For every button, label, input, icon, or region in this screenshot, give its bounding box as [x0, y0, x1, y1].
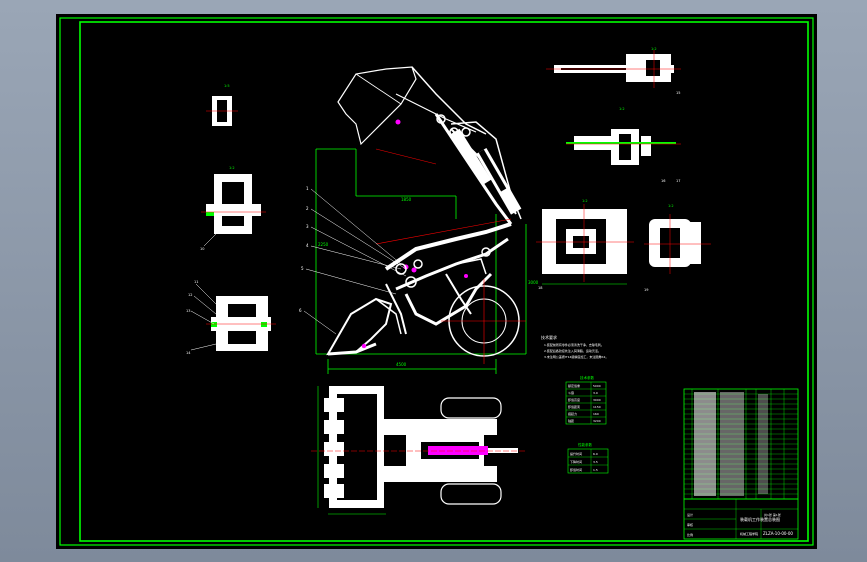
params-table-2: 性能参数 提升时间 6.0 下降时间 3.5 卸载时间 1.5	[567, 442, 609, 474]
scale-text: 比例	[687, 532, 693, 537]
scale-label: 1:2	[619, 107, 625, 111]
scale-label: 1:2	[668, 204, 674, 208]
params-title: 性能参数	[578, 442, 592, 447]
dim-label: 2250	[318, 242, 329, 247]
callout-number: 11	[194, 280, 198, 284]
detail-view-f: 1:2 18	[536, 199, 634, 290]
params-cell: 提升时间	[570, 451, 582, 456]
callout-number: 1	[306, 186, 309, 191]
detail-view-c: 11 12 13 14	[186, 280, 276, 355]
detail-view-d: 1:2 15	[546, 47, 681, 95]
params-table: 技术参数 额定载重 5000 斗容 3.0 卸载高度 3000 卸载距离 115…	[565, 375, 607, 425]
params-cell: 卸载高度	[568, 397, 580, 402]
dim-label: 3000	[528, 280, 539, 285]
lift-cylinder	[476, 148, 522, 215]
drawing-sheet: 4500 1850 2250 3000	[56, 14, 817, 549]
params-cell: 6.0	[593, 452, 598, 456]
callout-number: 12	[188, 293, 192, 297]
detail-view-g: 1:2 19	[644, 204, 711, 292]
params-cell: 160	[593, 412, 599, 416]
params-cell: 卸载时间	[570, 467, 582, 472]
params-cell: 3200	[593, 419, 601, 423]
callout-number: 4	[306, 243, 309, 248]
dim-label: 1850	[401, 197, 412, 202]
parts-list	[683, 388, 799, 500]
tech-req-line: 1.装配前所有零件必须清洗干净，去除毛刺。	[544, 342, 604, 347]
checker-label: 审核	[687, 522, 693, 527]
lower-bucket	[326, 297, 393, 356]
params-cell: 额定载重	[568, 383, 580, 388]
params-cell: 下降时间	[570, 459, 582, 464]
tech-req-line: 2.装配后各铰接处注入润滑脂，运动灵活。	[544, 348, 601, 353]
params-cell: 3.5	[593, 460, 598, 464]
scale-label: 1:5	[224, 84, 230, 88]
callout-number: 2	[306, 206, 309, 211]
outer-frame	[59, 17, 814, 546]
tech-req-line: 3.未注明公差按IT14级精度加工，未注圆角R2。	[544, 354, 608, 359]
side-view: 4500 1850 2250 3000	[299, 66, 539, 374]
callout-number: 5	[301, 266, 304, 271]
scale-label: 1:2	[651, 47, 657, 51]
params-cell: 3.0	[593, 391, 598, 395]
params-cell: 掘起力	[568, 411, 577, 416]
detail-view-e: 1:2 16 17	[566, 107, 681, 183]
params-title: 技术参数	[580, 375, 594, 380]
callout-number: 19	[644, 288, 648, 292]
callout-number: 10	[200, 247, 204, 251]
scale-label: 1:2	[229, 166, 235, 170]
params-cell: 3000	[593, 398, 601, 402]
inner-frame	[79, 21, 809, 542]
params-cell: 5000	[593, 384, 601, 388]
callout-number: 16	[661, 179, 665, 183]
params-cell: 1150	[593, 405, 601, 409]
callout-number: 17	[676, 179, 680, 183]
company-name: 机械工程学院	[740, 531, 758, 536]
callout-number: 14	[186, 351, 191, 355]
technical-requirements: 技术要求 1.装配前所有零件必须清洗干净，去除毛刺。 2.装配后各铰接处注入润滑…	[541, 334, 608, 359]
detail-view-b: 1:2 10	[200, 166, 266, 251]
params-cell: 斗容	[568, 390, 574, 395]
params-cell: 1.5	[593, 468, 598, 472]
tech-req-heading: 技术要求	[541, 334, 557, 340]
tilt-cylinder	[451, 128, 492, 185]
raised-bucket	[337, 66, 417, 146]
callout-number: 6	[299, 308, 302, 313]
detail-view-a: 1:5	[206, 84, 238, 126]
title-block: 装载机工作装置总装图 ZLZA-10-00-00 机械工程学院 设计 审核 比例…	[683, 498, 799, 540]
cad-drawing: 4500 1850 2250 3000	[59, 17, 814, 546]
callout-number: 15	[676, 91, 680, 95]
sheet-text: 共1张 第1张	[764, 512, 781, 517]
designer-label: 设计	[687, 512, 693, 517]
drawing-number: ZLZA-10-00-00	[763, 531, 793, 536]
params-cell: 轴距	[568, 418, 574, 423]
front-wheel	[441, 279, 526, 364]
callout-number: 18	[538, 286, 542, 290]
params-cell: 卸载距离	[568, 404, 580, 409]
lower-boom	[384, 222, 512, 271]
plan-view	[311, 386, 526, 515]
callout-number: 3	[306, 224, 309, 229]
drawing-title: 装载机工作装置总装图	[740, 516, 780, 522]
scale-label: 1:2	[582, 199, 588, 203]
dim-label: 4500	[396, 362, 407, 367]
callout-number: 13	[186, 309, 190, 313]
